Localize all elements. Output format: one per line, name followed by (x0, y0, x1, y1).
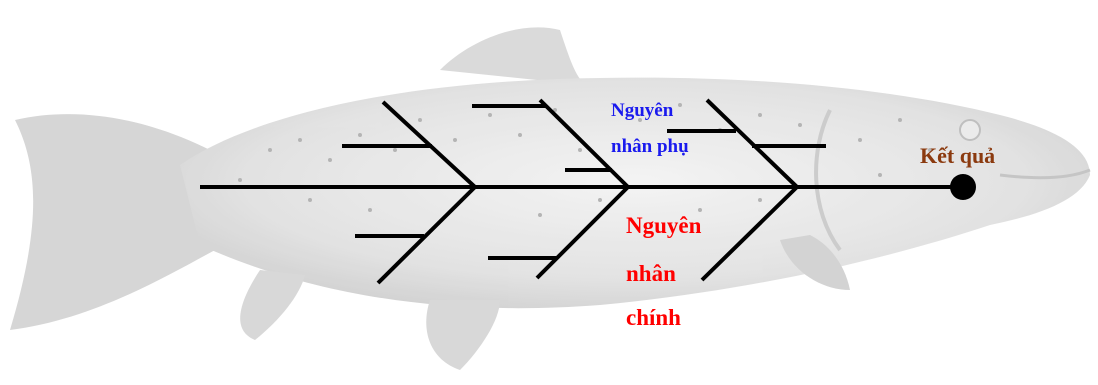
main-bone-upper-2 (538, 98, 630, 189)
fishbone-lines (200, 98, 960, 285)
main-bone-lower-1 (376, 185, 477, 285)
fish-gill (814, 109, 842, 252)
fish-spots (238, 103, 932, 217)
fish-pectoral-fin (780, 235, 850, 290)
main-bone-lower-2 (535, 185, 630, 280)
main-bone-lower-3 (700, 185, 799, 282)
result-label: Kết quả (920, 143, 996, 168)
fish-eye (959, 119, 981, 141)
main-cause-label-line-3: chính (626, 305, 681, 330)
fish-mouth (999, 168, 1091, 180)
result-node (950, 174, 976, 200)
sub-cause-label-line-1: Nguyên (611, 100, 674, 121)
main-bone-upper-3 (705, 98, 799, 189)
fish-anal-fin (240, 270, 305, 340)
main-cause-label-line-1: Nguyên (626, 213, 702, 238)
fish-pelvic-fin (426, 300, 500, 370)
fish-tail (10, 114, 215, 330)
sub-cause-label-line-2: nhân phụ (611, 136, 689, 157)
main-cause-label-line-2: nhân (626, 261, 676, 286)
fish-body (180, 77, 1090, 309)
fish-dorsal-fin (440, 27, 585, 85)
fish-background-image (10, 27, 1091, 370)
